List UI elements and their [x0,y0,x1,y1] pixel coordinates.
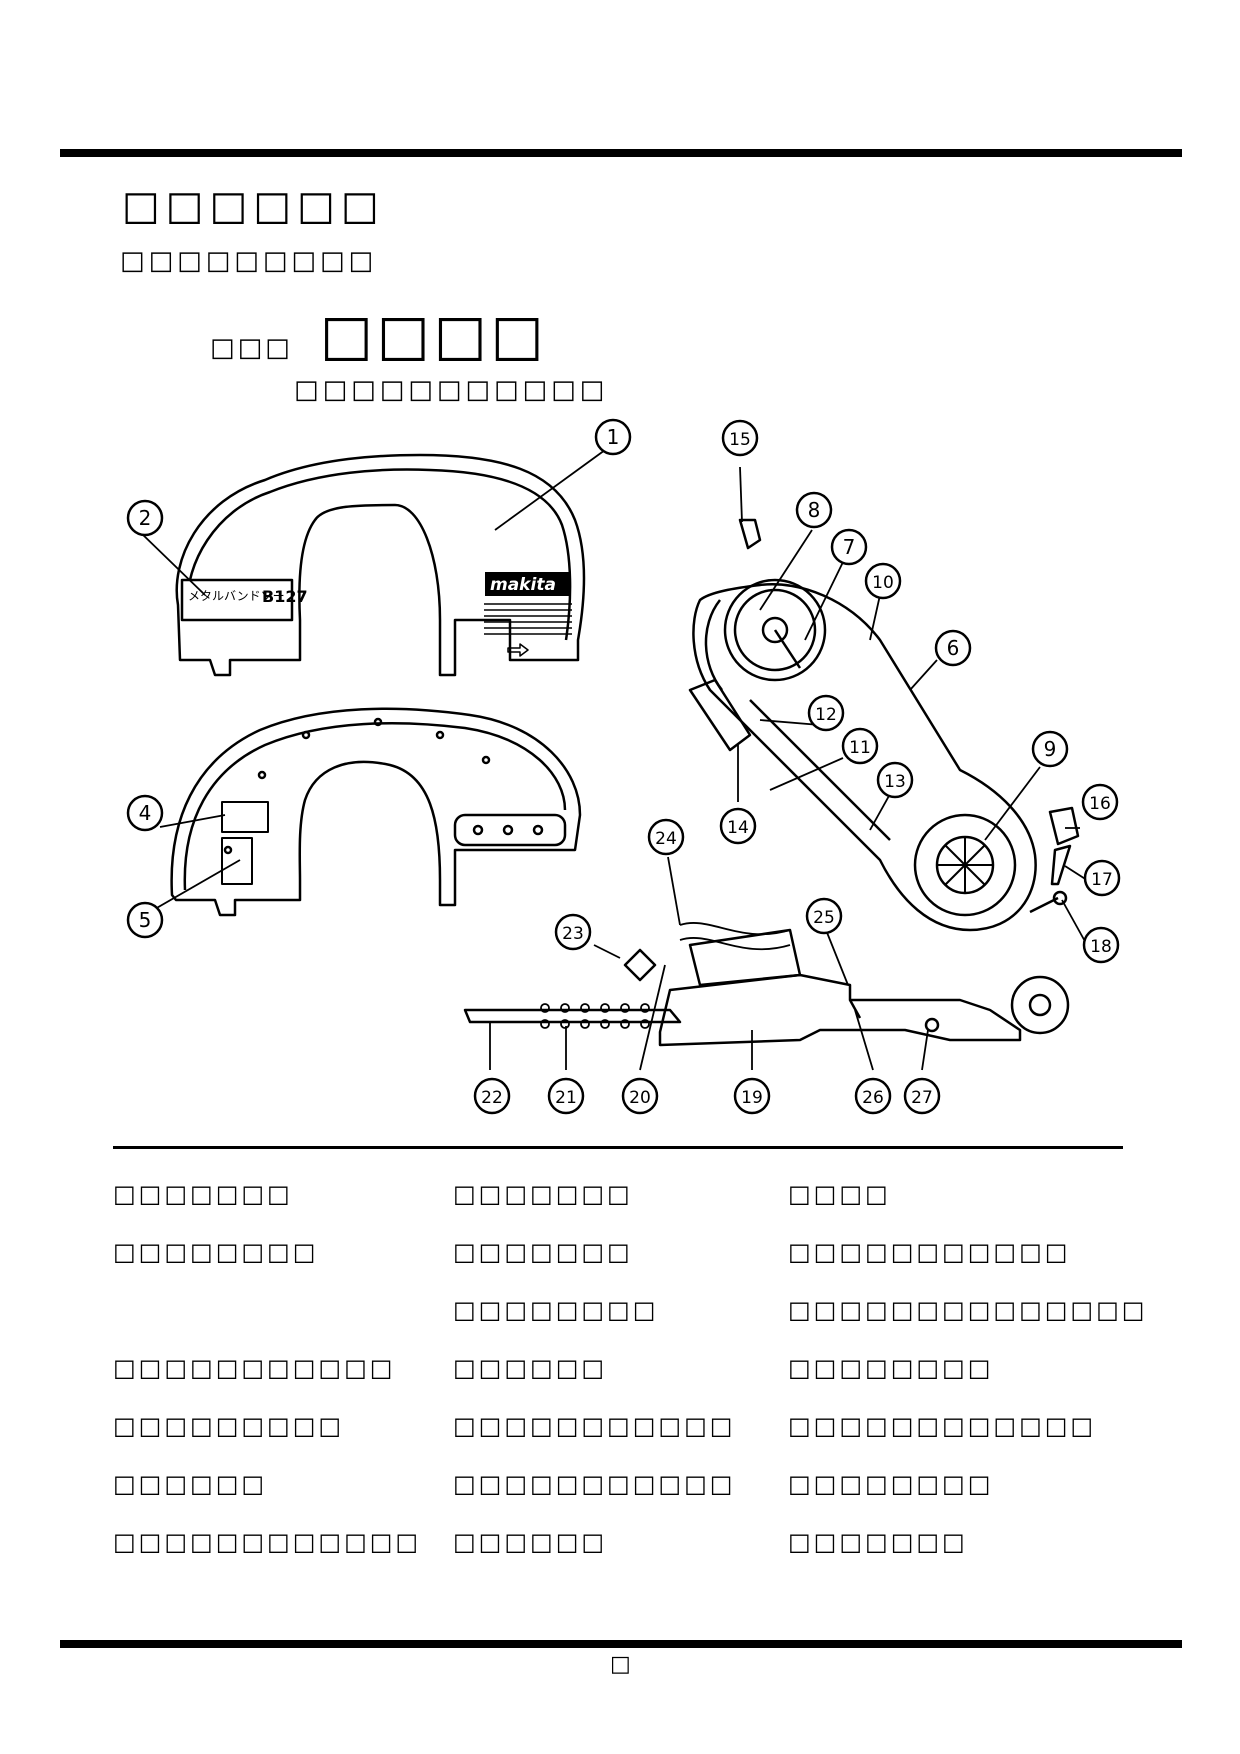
callout-16: 16 [1081,783,1119,821]
page-number: □ [610,1652,631,1677]
callout-11: 11 [841,727,879,765]
svg-text:22: 22 [481,1088,503,1108]
svg-text:16: 16 [1089,794,1111,814]
callout-21: 21 [547,1077,585,1115]
parts-item: □□□□□□□ [113,1180,293,1208]
svg-text:7: 7 [843,535,856,559]
model-prefix: □□□ [210,333,293,363]
svg-text:14: 14 [727,818,749,838]
brand-logo: makita [490,575,556,595]
callout-7: 7 [830,528,868,566]
svg-text:21: 21 [555,1088,577,1108]
parts-item [113,1281,453,1339]
callout-8: 8 [795,491,833,529]
callout-6: 6 [934,629,972,667]
parts-item: □□□□□□□ [788,1528,968,1556]
callout-5: 5 [126,901,164,939]
callout-26: 26 [854,1077,892,1115]
callout-22: 22 [473,1077,511,1115]
parts-item: □□□□□□□□□□□ [788,1238,1071,1266]
callout-9: 9 [1031,730,1069,768]
saw-base [463,922,1070,1047]
leader-lines [139,449,1091,1071]
svg-text:8: 8 [808,498,821,522]
svg-text:20: 20 [629,1088,651,1108]
svg-text:6: 6 [947,636,960,660]
parts-item: □□□□□□□□□□□□ [113,1528,422,1556]
callout-12: 12 [807,694,845,732]
svg-text:18: 18 [1090,937,1112,957]
callout-20: 20 [621,1077,659,1115]
callout-24: 24 [647,818,685,856]
parts-item: □□□□□□□□□ [113,1412,345,1440]
model-name: □□□□ [320,303,548,368]
parts-item: □□□□□□□□ [788,1470,994,1498]
callout-23: 23 [554,913,592,951]
model-subtitle: □□□□□□□□□□□ [294,375,609,405]
callout-13: 13 [876,761,914,799]
svg-text:27: 27 [911,1088,933,1108]
callout-15: 15 [721,419,759,457]
parts-item: □□□□ [788,1180,891,1208]
svg-text:12: 12 [815,705,837,725]
svg-text:17: 17 [1091,870,1113,890]
parts-item: □□□□□□□ [453,1180,633,1208]
cover-label-product: メタルバンドソー [188,589,285,603]
parts-column-1: □□□□□□□ □□□□□□□□ □□□□□□□□□□□ □□□□□□□□□ □… [113,1165,453,1571]
svg-text:23: 23 [562,924,584,944]
svg-text:15: 15 [729,430,751,450]
blade-cover-inner [170,707,582,917]
callout-27: 27 [903,1077,941,1115]
parts-item: □□□□□□□□□□□□□□ [788,1296,1148,1324]
svg-text:13: 13 [884,772,906,792]
callout-19: 19 [733,1077,771,1115]
parts-item: □□□□□□□□ [113,1238,319,1266]
parts-diagram: メタルバンドソー B127 makita [126,418,1121,1115]
parts-item: □□□□□□□□□□□ [113,1354,396,1382]
callout-14: 14 [719,807,757,845]
svg-text:19: 19 [741,1088,763,1108]
section-divider [113,1146,1123,1149]
cover-label-model: B127 [262,587,308,606]
page-title: □□□□□□ [122,183,385,229]
blade-cover-outer: メタルバンドソー B127 makita [175,453,586,677]
callout-2: 2 [126,499,164,537]
parts-item: □□□□□□□□ [788,1354,994,1382]
parts-item: □□□□□□□□□□□□ [788,1412,1097,1440]
parts-item: □□□□□□ [453,1354,608,1382]
svg-text:4: 4 [139,801,152,825]
svg-text:24: 24 [655,829,677,849]
callout-18: 18 [1082,926,1120,964]
bottom-rule [60,1640,1182,1648]
parts-item: □□□□□□□□ [453,1296,659,1324]
svg-text:25: 25 [813,908,835,928]
callout-17: 17 [1083,859,1121,897]
page-subtitle: □□□□□□□□□ [120,246,378,276]
callout-25: 25 [805,897,843,935]
callout-4: 4 [126,794,164,832]
svg-text:11: 11 [849,738,871,758]
callouts: 1 2 4 5 6 7 8 9 10 11 12 13 14 15 16 17 … [126,418,1121,1115]
parts-item: □□□□□□□ [453,1238,633,1266]
top-rule [60,149,1182,157]
svg-text:9: 9 [1044,737,1057,761]
parts-item: □□□□□□ [453,1528,608,1556]
svg-text:1: 1 [607,425,620,449]
svg-text:26: 26 [862,1088,884,1108]
parts-column-2: □□□□□□□ □□□□□□□ □□□□□□□□ □□□□□□ □□□□□□□□… [453,1165,793,1571]
parts-item: □□□□□□□□□□□ [453,1412,736,1440]
svg-text:5: 5 [139,908,152,932]
saw-body [688,518,1080,932]
parts-item: □□□□□□□□□□□ [453,1470,736,1498]
callout-1: 1 [594,418,632,456]
parts-item: □□□□□□ [113,1470,268,1498]
parts-column-3: □□□□ □□□□□□□□□□□ □□□□□□□□□□□□□□ □□□□□□□□… [788,1165,1148,1571]
svg-text:2: 2 [139,506,152,530]
callout-10: 10 [864,562,902,600]
svg-text:10: 10 [872,573,894,593]
